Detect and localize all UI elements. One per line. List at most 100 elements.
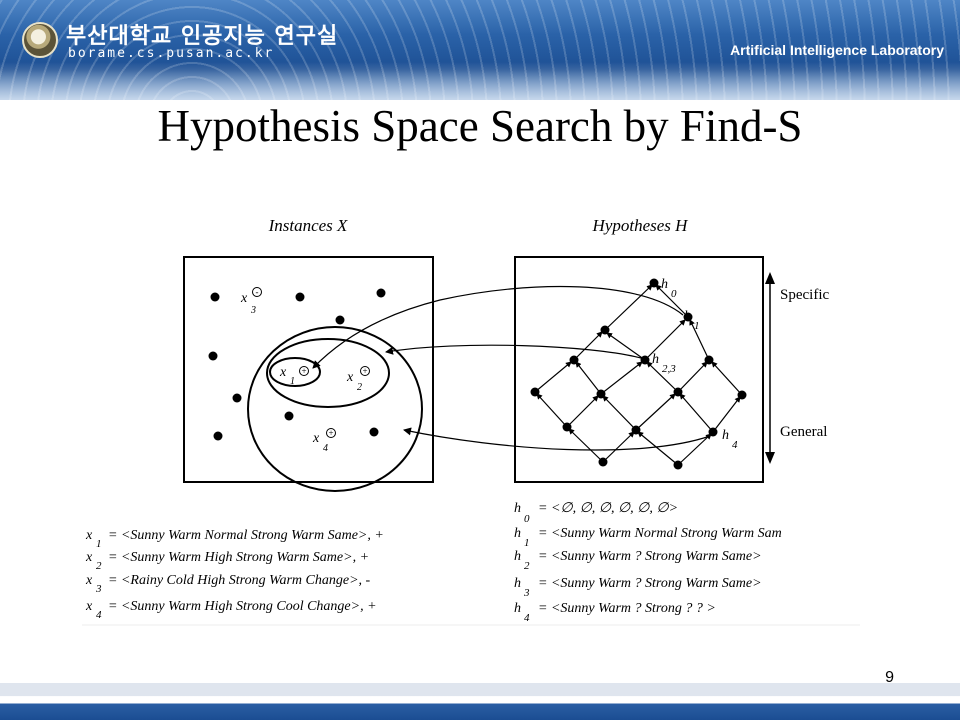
instance-dot xyxy=(213,431,223,441)
x3-sub: 3 xyxy=(250,305,256,316)
hypothesis-def-text: = <Sunny Warm ? Strong Warm Same> xyxy=(538,576,762,591)
mapping-arrows xyxy=(312,285,711,451)
hypothesis-def-sub: 1 xyxy=(524,537,530,549)
instances-box xyxy=(183,256,434,483)
lattice-node xyxy=(600,325,610,335)
university-seal-icon xyxy=(22,22,58,58)
h1-node-label: h xyxy=(684,309,691,324)
lattice-nodes xyxy=(530,278,747,470)
h23-node-label: h xyxy=(652,352,659,367)
hypothesis-def-var: h xyxy=(514,601,521,616)
h4-to-region-arrow xyxy=(403,427,711,451)
x4-sign-circle xyxy=(326,428,336,438)
hypothesis-def-text: = <Sunny Warm ? Strong Warm Same> xyxy=(538,549,762,564)
instance-def-text: = <Rainy Cold High Strong Warm Change>, … xyxy=(108,573,371,588)
hypothesis-def-var: h xyxy=(514,549,521,564)
hypothesis-def-text: = <Sunny Warm ? Strong ? ? > xyxy=(538,601,716,616)
slide-header: 부산대학교 인공지능 연구실 borame.cs.pusan.ac.kr Art… xyxy=(0,0,960,100)
instance-dot xyxy=(335,315,345,325)
instance-dot xyxy=(208,351,218,361)
x1-sub: 1 xyxy=(290,376,295,387)
university-name: 부산대학교 인공지능 연구실 xyxy=(66,24,339,49)
lattice-node xyxy=(596,389,606,399)
hypothesis-def-var: h xyxy=(514,526,521,541)
x2-sign-circle xyxy=(360,366,370,376)
h0-node-label: h xyxy=(661,277,668,292)
h4-node-sub: 4 xyxy=(732,439,738,451)
instance-def-var: x xyxy=(85,573,93,588)
lattice-node-h23 xyxy=(640,355,650,365)
lattice-node xyxy=(598,457,608,467)
specific-label: Specific xyxy=(780,287,829,303)
h23-node-sub: 2,3 xyxy=(662,363,676,375)
hypothesis-node-labels: h 0 h 1 h 2,3 h 4 xyxy=(652,277,738,451)
x4-sign: + xyxy=(328,428,333,438)
lattice-node xyxy=(673,460,683,470)
instance-dot xyxy=(232,393,242,403)
instance-def-text: = <Sunny Warm Normal Strong Warm Same>, … xyxy=(108,528,384,543)
lab-name: Artificial Intelligence Laboratory xyxy=(730,42,944,58)
x2-sub: 2 xyxy=(357,382,362,393)
h1-node-sub: 1 xyxy=(694,320,700,332)
hypothesis-def-var: h xyxy=(514,501,521,516)
instance-labels: x 3 - x 1 + x 2 + x 4 + xyxy=(240,287,370,454)
hypotheses-box xyxy=(514,256,764,483)
x1-label: x xyxy=(279,365,287,380)
instance-def-sub: 3 xyxy=(95,583,102,595)
lattice-node-h0 xyxy=(649,278,659,288)
page-number: 9 xyxy=(885,669,894,686)
instance-dot xyxy=(210,292,220,302)
instance-def-sub: 4 xyxy=(96,609,102,621)
lattice-node-h1 xyxy=(683,312,693,322)
instance-def-sub: 1 xyxy=(96,538,102,550)
lattice-node xyxy=(569,355,579,365)
axis-arrow-down-icon xyxy=(765,452,775,464)
lattice-node xyxy=(704,355,714,365)
lattice-node xyxy=(530,387,540,397)
footer-bar xyxy=(0,683,960,720)
x3-label: x xyxy=(240,291,248,306)
h4-node-label: h xyxy=(722,428,729,443)
hypothesis-def-text: = <Sunny Warm Normal Strong Warm Sam xyxy=(538,526,782,541)
instance-def-var: x xyxy=(85,599,93,614)
x4-sub: 4 xyxy=(323,443,328,454)
x2-label: x xyxy=(346,370,354,385)
lattice-edges xyxy=(534,284,743,466)
lattice-node xyxy=(673,387,683,397)
specificity-axis: Specific General xyxy=(765,272,829,464)
h23-to-region-arrow xyxy=(385,344,642,359)
hypotheses-title: Hypotheses H xyxy=(592,216,690,235)
h0-node-sub: 0 xyxy=(671,288,677,300)
lattice-node xyxy=(562,422,572,432)
lab-url: borame.cs.pusan.ac.kr xyxy=(68,46,275,61)
header-fade xyxy=(0,62,960,100)
h23-region xyxy=(266,338,390,408)
hypothesis-def-sub: 2 xyxy=(524,560,530,572)
instance-def-var: x xyxy=(85,528,93,543)
h1-to-x1-arrow xyxy=(312,285,684,369)
h4-region xyxy=(247,326,423,492)
x2-sign: + xyxy=(362,366,367,376)
x3-sign-circle xyxy=(252,287,262,297)
instance-def-text: = <Sunny Warm High Strong Warm Same>, + xyxy=(108,550,369,565)
x1-sign-circle xyxy=(299,366,309,376)
instance-dot xyxy=(376,288,386,298)
instance-def-var: x xyxy=(85,550,93,565)
hypothesis-definitions: h 0 = <∅, ∅, ∅, ∅, ∅, ∅> h 1 = <Sunny Wa… xyxy=(514,501,782,624)
hypothesis-def-sub: 3 xyxy=(523,587,530,599)
general-label: General xyxy=(780,424,827,440)
axis-arrow-up-icon xyxy=(765,272,775,284)
instance-def-sub: 2 xyxy=(96,560,102,572)
slide-title: Hypothesis Space Search by Find-S xyxy=(157,101,803,151)
instance-dot xyxy=(284,411,294,421)
hypothesis-def-sub: 4 xyxy=(524,612,530,624)
lattice-node xyxy=(737,390,747,400)
instance-dot xyxy=(295,292,305,302)
instance-def-text: = <Sunny Warm High Strong Cool Change>, … xyxy=(108,599,377,614)
instance-definitions: x 1 = <Sunny Warm Normal Strong Warm Sam… xyxy=(85,528,384,621)
hypothesis-def-sub: 0 xyxy=(524,513,530,525)
x3-sign: - xyxy=(256,287,259,297)
hypothesis-def-var: h xyxy=(514,576,521,591)
hypothesis-def-text: = <∅, ∅, ∅, ∅, ∅, ∅> xyxy=(538,501,678,516)
